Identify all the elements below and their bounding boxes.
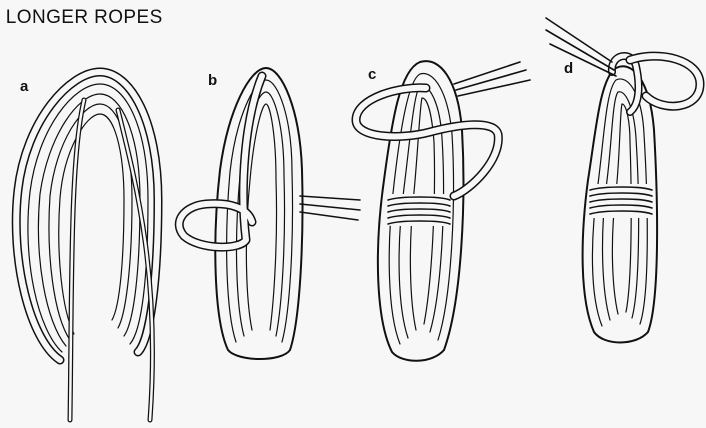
coil-step-d bbox=[546, 18, 700, 343]
coil-step-a bbox=[16, 72, 158, 420]
coil-step-c bbox=[356, 61, 530, 361]
coil-step-b bbox=[179, 68, 360, 359]
